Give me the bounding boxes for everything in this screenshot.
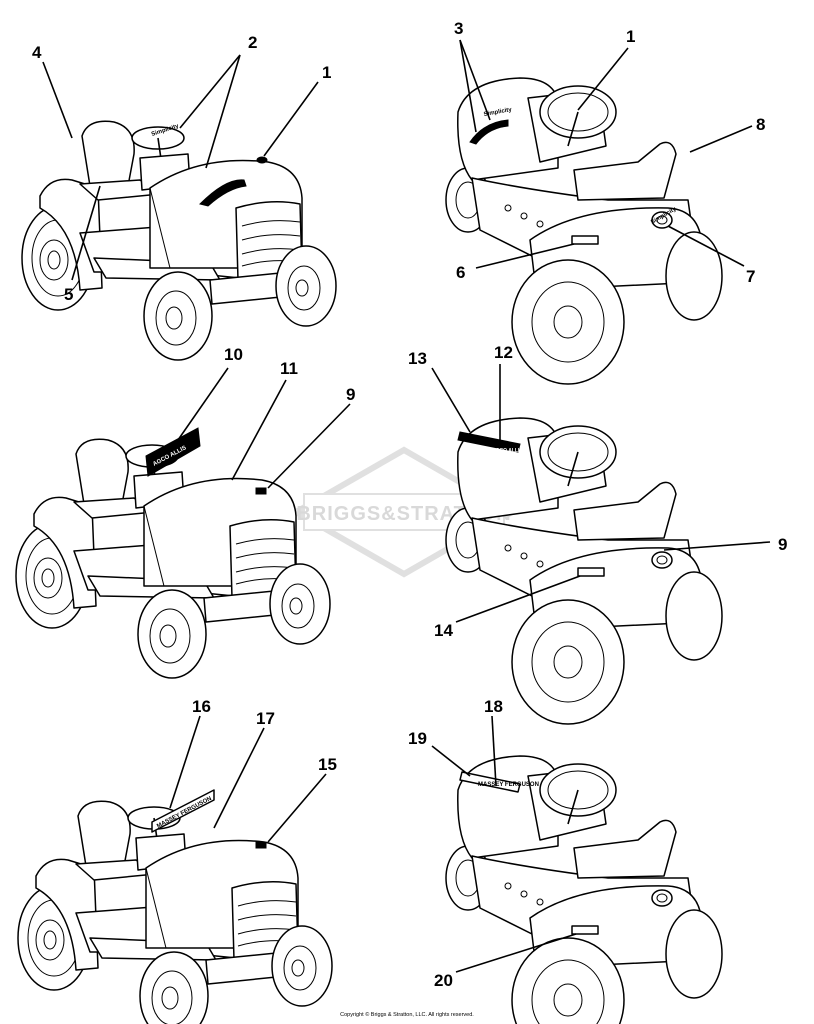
fender-decal <box>571 235 599 245</box>
callout-5: 5 <box>64 285 73 304</box>
callout-10: 10 <box>224 345 243 364</box>
fender-decal-3 <box>571 925 599 935</box>
callout-8: 8 <box>756 115 765 134</box>
callout-15: 15 <box>318 755 337 774</box>
grille-emblem-decal-3 <box>255 841 267 849</box>
callout-12: 12 <box>494 343 513 362</box>
grille-emblem-decal <box>256 156 268 164</box>
tractor-view-rear-top: Simplicity Simplicity 3 1 8 6 7 <box>445 19 765 385</box>
copyright-notice: Copyright © Briggs & Stratton, LLC. All … <box>340 1012 474 1018</box>
fender-decal-2 <box>577 567 605 577</box>
tractor-view-front-middle: AGCO ALLIS 10 11 9 <box>15 345 355 679</box>
hood-side-decal-text-4: MASSEY FERGUSON <box>478 782 539 788</box>
tractor-view-rear-middle: AGCO ALLIS 13 12 9 14 <box>408 343 787 725</box>
callout-9-rear: 9 <box>778 535 787 554</box>
callout-13: 13 <box>408 349 427 368</box>
hood-side-decal-4 <box>459 771 521 793</box>
callout-17: 17 <box>256 709 275 728</box>
callout-1-front: 1 <box>322 63 331 82</box>
hood-stripe-decal <box>199 179 247 207</box>
callout-6: 6 <box>456 263 465 282</box>
grille-emblem-decal-2 <box>255 487 267 495</box>
callout-14: 14 <box>434 621 453 640</box>
hood-side-decal-3 <box>151 789 215 833</box>
callout-3: 3 <box>454 19 463 38</box>
hood-side-decal-text-rear: AGCO ALLIS <box>492 448 523 454</box>
callout-18: 18 <box>484 697 503 716</box>
callout-11: 11 <box>280 359 298 378</box>
hood-brand-decal-rear: Simplicity <box>483 107 513 118</box>
tractor-view-rear-bottom: MASSEY FERGUSON 19 18 20 <box>408 697 723 1024</box>
callout-20: 20 <box>434 971 453 990</box>
callout-9-front: 9 <box>346 385 355 404</box>
callout-4: 4 <box>32 43 42 62</box>
callout-19: 19 <box>408 729 427 748</box>
hood-stripe-decal-rear <box>469 119 509 145</box>
tractor-view-front-bottom: MASSEY FERGUSON 16 17 15 <box>17 697 337 1024</box>
callout-2: 2 <box>248 33 257 52</box>
callout-1-rear: 1 <box>626 27 635 46</box>
callout-7: 7 <box>746 267 755 286</box>
callout-16: 16 <box>192 697 211 716</box>
tractor-view-front-top: Simplicity 4 2 1 5 <box>21 33 337 361</box>
